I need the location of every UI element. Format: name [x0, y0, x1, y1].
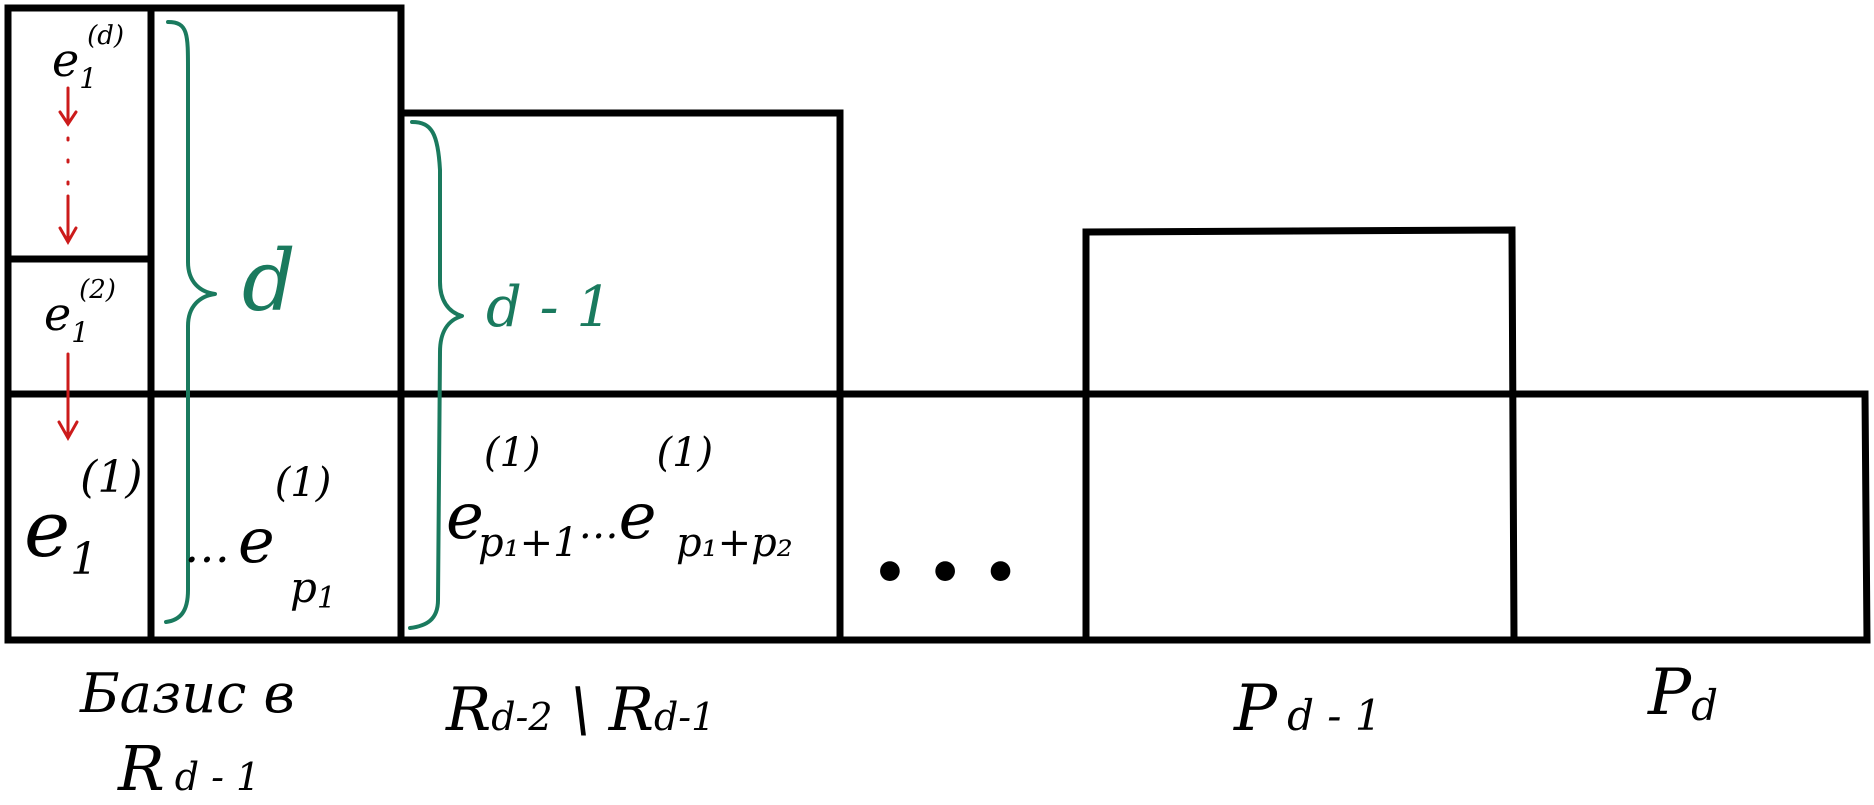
basis-label-line1: Базис в — [79, 662, 295, 725]
vector-base: e — [446, 480, 484, 554]
separator: … — [579, 502, 619, 548]
arrow-head-icon — [58, 226, 78, 246]
vector-sub: 1 — [71, 316, 89, 349]
vector-base: e — [44, 287, 71, 341]
label-main: R — [445, 675, 491, 745]
pd-column-frame — [1510, 390, 1871, 644]
brace-labels: d d - 1 — [242, 232, 612, 340]
second-column-frame — [397, 109, 844, 644]
vector-sup: (2) — [79, 275, 116, 305]
arrow-head-icon — [58, 110, 78, 127]
vector-sub-index: 1 — [317, 581, 336, 616]
pd-label: Pd — [1647, 656, 1718, 730]
brace-label-d: d — [242, 232, 296, 330]
vector-sup: (1) — [80, 452, 142, 503]
vector-sup: (1) — [484, 430, 541, 476]
label-sub: d - 1 — [1287, 691, 1382, 740]
second-column-bottom: e(1)p₁+1…e(1)p₁+p₂ — [446, 430, 793, 566]
label-sub: d-2 — [491, 695, 552, 739]
label-sub: d — [1691, 681, 1718, 730]
vector-sup: (d) — [87, 21, 124, 51]
bottom-vector: e1 (1) — [24, 452, 143, 585]
vector-sub: 1 — [70, 534, 98, 585]
vector-base: e — [619, 480, 657, 554]
vector-sub: p — [290, 563, 317, 612]
label-main: R — [608, 675, 654, 745]
label-sub: d - 1 — [175, 755, 261, 799]
label-separator: \ — [571, 675, 591, 745]
brace-second-column — [408, 120, 464, 630]
first-column-bottom: …e(1) p1 — [184, 460, 336, 616]
pd1-column-frame — [1082, 226, 1518, 644]
brace-label-d-minus-1: d - 1 — [486, 275, 612, 340]
vector-sub: p₁+1 — [478, 520, 579, 566]
vector-base: e — [238, 504, 275, 577]
label-main: P — [1647, 656, 1692, 730]
top-vector: e1 (d) — [52, 21, 124, 95]
box-outlines — [4, 4, 1871, 644]
ellipsis-prefix: … — [184, 519, 230, 573]
label-main: P — [1233, 672, 1278, 746]
vector-sub: p₁+p₂ — [676, 520, 793, 566]
vector-sup: (1) — [275, 460, 332, 506]
arrow-head-icon — [57, 420, 79, 442]
vector-base: e — [52, 33, 79, 87]
second-column-label: Rd-2\Rd-1 — [445, 675, 715, 745]
label-sub: d-1 — [654, 695, 715, 739]
arrows — [57, 86, 79, 442]
ellipsis-cell: • • • — [872, 540, 1018, 606]
vector-sup: (1) — [656, 430, 713, 476]
vector-base: e — [24, 485, 70, 575]
brace-first-column — [164, 20, 217, 624]
vector-sub: 1 — [79, 62, 97, 95]
cell-formulas: e1(d) e1(2) e1(1) …e(1)p1 e(1)p₁+1…e(1)p… — [24, 21, 1018, 616]
mid-vector: e1 (2) — [44, 275, 116, 349]
label-main: R — [117, 732, 165, 805]
